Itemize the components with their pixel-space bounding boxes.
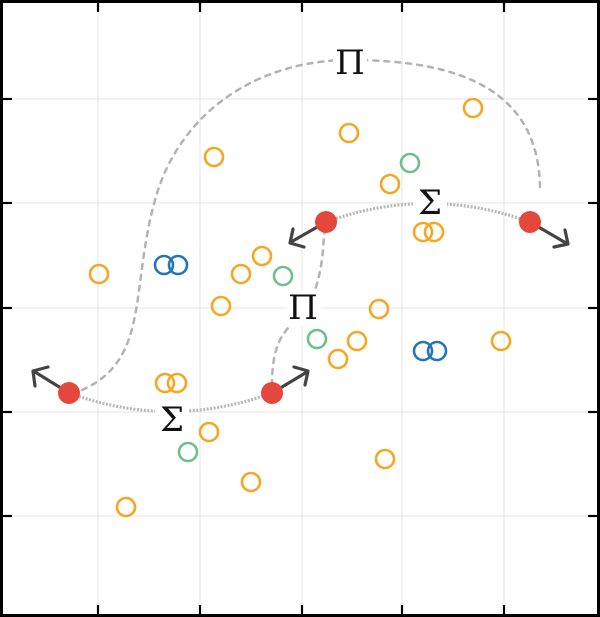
pi-top-label: Π bbox=[335, 43, 365, 83]
ring-green bbox=[306, 328, 328, 350]
node bbox=[58, 382, 80, 404]
ring-blue bbox=[412, 340, 434, 362]
ring-orange bbox=[412, 221, 434, 243]
ring-orange bbox=[423, 221, 445, 243]
ring-orange bbox=[374, 448, 396, 470]
ring-orange bbox=[154, 372, 176, 394]
sigma-arc-high bbox=[325, 201, 531, 224]
ring-orange bbox=[198, 421, 220, 443]
ring-green bbox=[272, 265, 294, 287]
ring-orange bbox=[115, 496, 137, 518]
ring-blue bbox=[153, 254, 175, 276]
sigma-high-label-bg bbox=[413, 187, 447, 221]
sigma-low-label: Σ bbox=[160, 400, 184, 440]
ring-orange bbox=[368, 298, 390, 320]
ring-orange bbox=[88, 263, 110, 285]
pi-curve-outer bbox=[80, 58, 542, 392]
pi-mid-label-bg bbox=[287, 290, 321, 326]
pi-top-label-bg bbox=[333, 42, 367, 80]
ring-orange bbox=[203, 146, 225, 168]
node bbox=[519, 211, 541, 233]
rings bbox=[88, 97, 512, 518]
ring-orange bbox=[210, 295, 232, 317]
sigma-high-label: Σ bbox=[418, 183, 442, 223]
ring-orange bbox=[327, 348, 349, 370]
ring-green bbox=[177, 441, 199, 463]
ring-orange bbox=[346, 330, 368, 352]
ring-orange bbox=[462, 97, 484, 119]
ring-orange bbox=[251, 245, 273, 267]
ring-orange bbox=[166, 372, 188, 394]
ring-orange bbox=[338, 122, 360, 144]
ring-green bbox=[399, 152, 421, 174]
node bbox=[261, 382, 283, 404]
sigma-low-label-bg bbox=[155, 402, 189, 436]
node bbox=[315, 211, 337, 233]
ring-blue bbox=[426, 340, 448, 362]
ring-orange bbox=[379, 173, 401, 195]
ring-orange bbox=[230, 263, 252, 285]
ring-orange bbox=[240, 471, 262, 493]
ring-blue bbox=[167, 254, 189, 276]
ring-orange bbox=[490, 330, 512, 352]
pi-mid-label: Π bbox=[288, 288, 318, 328]
nodes bbox=[58, 211, 541, 404]
